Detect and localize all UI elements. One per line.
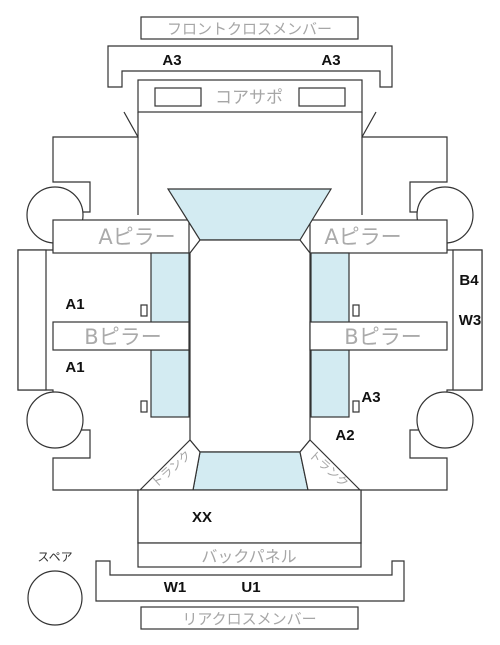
front-bumper-bracket[interactable]: [107, 45, 393, 88]
right-b-pillar-band[interactable]: [309, 321, 448, 351]
roof[interactable]: [189, 239, 311, 453]
left-headlight[interactable]: [154, 87, 202, 107]
right-rear-door-code: A3: [361, 389, 380, 406]
right-rear-window[interactable]: [310, 349, 350, 418]
left-rear-door-code: A1: [65, 359, 84, 376]
trunk-code: XX: [192, 509, 212, 526]
rear-left-code: W1: [164, 579, 187, 596]
rear-right-wheel[interactable]: [416, 391, 474, 449]
rear-cross-member-panel[interactable]: [140, 606, 359, 630]
front-right-code: A3: [321, 52, 340, 69]
hood-lines: [123, 111, 377, 215]
left-front-door-code: A1: [65, 296, 84, 313]
right-b4-code: B4: [459, 272, 479, 289]
spare-label: スペア: [37, 550, 72, 564]
rear-bumper-bracket[interactable]: [95, 560, 405, 602]
windshield[interactable]: [166, 188, 333, 241]
right-rear-fender-code: A2: [335, 427, 354, 444]
right-a-pillar-label: Aピラー: [324, 225, 401, 249]
left-b-pillar-label: Bピラー: [84, 325, 161, 349]
right-headlight[interactable]: [298, 87, 346, 107]
back-panel-label: バックパネル: [201, 547, 296, 566]
right-front-door-handle[interactable]: [352, 304, 360, 317]
trunk-lid[interactable]: [137, 489, 362, 544]
back-panel[interactable]: [137, 542, 362, 568]
front-cross-member-label: フロントクロスメンバー: [167, 20, 332, 38]
front-left-code: A3: [162, 52, 181, 69]
front-cross-member-panel[interactable]: [140, 16, 359, 40]
right-w3-code: W3: [459, 312, 482, 329]
left-b-pillar-band[interactable]: [52, 321, 190, 351]
right-a-pillar-band[interactable]: [309, 219, 448, 254]
left-a-pillar-label: Aピラー: [98, 225, 175, 249]
left-a-pillar-band[interactable]: [52, 219, 190, 254]
right-front-window[interactable]: [310, 252, 350, 324]
rear-left-wheel[interactable]: [26, 391, 84, 449]
spare-tire[interactable]: [27, 570, 83, 626]
rear-cross-member-label: リアクロスメンバー: [182, 610, 316, 628]
rear-right-code: U1: [241, 579, 260, 596]
left-front-door-handle[interactable]: [140, 304, 148, 317]
left-rear-door-handle[interactable]: [140, 400, 148, 413]
right-rear-door-handle[interactable]: [352, 400, 360, 413]
rear-window[interactable]: [192, 451, 309, 491]
left-front-window[interactable]: [150, 252, 190, 324]
right-b-pillar-label: Bピラー: [344, 325, 421, 349]
core-support-label: コアサポ: [215, 88, 283, 108]
left-side-sill[interactable]: [17, 249, 47, 391]
right-side-sill[interactable]: [452, 249, 483, 391]
left-rear-window[interactable]: [150, 349, 190, 418]
